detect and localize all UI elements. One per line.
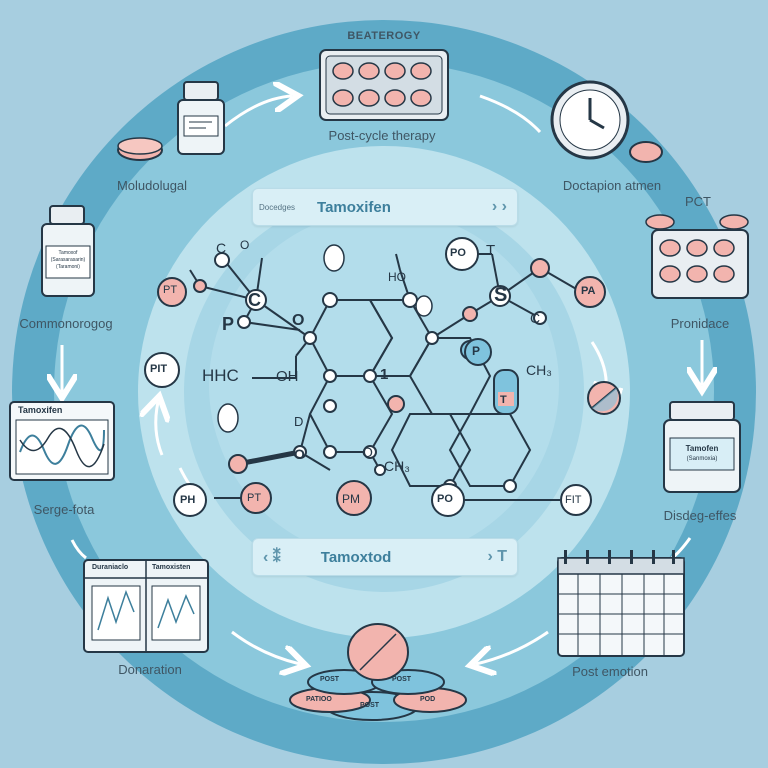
label-serge-fota: Serge-fota bbox=[33, 502, 95, 517]
bottle-left-label: Tamoxof (Sarasarasarin) (Taramoni) bbox=[46, 250, 90, 271]
calendar-left-col-b: Tamoxisten bbox=[152, 564, 191, 571]
pill-label: POD bbox=[420, 696, 436, 703]
atom-t-top: T bbox=[486, 242, 496, 259]
blister-pack-top bbox=[319, 49, 449, 121]
atom-d: D bbox=[294, 414, 304, 429]
label-post-cycle: Post-cycle therapy bbox=[328, 128, 436, 143]
banner-top-arrows: › › bbox=[491, 198, 507, 215]
calendar-right bbox=[557, 550, 685, 657]
atom-hhc: HHC bbox=[202, 366, 239, 385]
bottle-top-left bbox=[177, 81, 225, 155]
atom-po-bottom: PO bbox=[437, 493, 453, 505]
atom-po-top: PO bbox=[450, 247, 466, 259]
capsule-pill-right bbox=[587, 381, 621, 415]
banner-bottom-title: Tamoxtod bbox=[320, 548, 392, 566]
blister-pack-right bbox=[645, 214, 749, 299]
flow-arrow bbox=[476, 630, 549, 664]
pink-pill-top-left bbox=[117, 137, 163, 161]
atom-t-mid: T bbox=[500, 394, 507, 406]
bottle-right-label: Tamofen (Sanmoxia) bbox=[670, 444, 734, 464]
atom-c-right: C bbox=[530, 310, 541, 326]
bottle-right-line-1: Tamofen bbox=[685, 444, 719, 453]
bottle-right-line-2: (Sanmoxia) bbox=[686, 456, 718, 462]
atom-o-bm: O bbox=[362, 444, 373, 460]
label-donaration: Donaration bbox=[118, 662, 182, 677]
label-disdeg: Disdeg-effes bbox=[663, 508, 737, 523]
atom-pm: PM bbox=[342, 492, 360, 506]
tamoxifen-banner: Docedges Tamoxifen › › bbox=[252, 188, 518, 226]
chart-monitor bbox=[9, 401, 115, 481]
bottle-right bbox=[663, 401, 741, 493]
atom-one: 1 bbox=[380, 366, 389, 383]
bottle-left-line-2: (Sarasarasarin) bbox=[50, 257, 86, 263]
flow-arrow bbox=[224, 96, 292, 128]
atom-nodes bbox=[193, 252, 550, 493]
atom-o-left: O bbox=[292, 312, 305, 329]
title-top: BEATEROGY bbox=[347, 30, 421, 42]
core-glow bbox=[209, 210, 559, 560]
atom-pit: PIT bbox=[150, 363, 168, 375]
flow-arrow bbox=[70, 539, 87, 560]
banner-top-title: Tamoxifen bbox=[317, 198, 391, 216]
pill-label: POST bbox=[392, 676, 412, 683]
atom-s: S bbox=[494, 284, 508, 306]
pill-label: PATIOO bbox=[306, 696, 332, 703]
clock-icon bbox=[550, 80, 630, 160]
banner-bottom-right: › T bbox=[487, 548, 507, 565]
labelled-atoms bbox=[144, 237, 606, 517]
atom-pt-bottom: PT bbox=[247, 492, 262, 504]
flow-arrow bbox=[231, 630, 300, 664]
pill-label: POST bbox=[320, 676, 340, 683]
inner-flow-arrow bbox=[156, 402, 162, 456]
atom-ch3-right: CH₃ bbox=[526, 362, 552, 378]
label-commonoogog: Commonorogog bbox=[19, 316, 113, 331]
label-moludolugal: Moludolugal bbox=[116, 178, 188, 193]
flow-arrow bbox=[479, 94, 542, 134]
label-pronidace: Pronidace bbox=[670, 316, 730, 331]
atom-ch3-bottom: CH₃ bbox=[384, 458, 410, 474]
label-docitapion: Doctapion atmen bbox=[562, 178, 662, 193]
pink-pill-top-right bbox=[629, 141, 663, 163]
atom-ho-top: HO bbox=[388, 270, 406, 284]
atom-pa: PA bbox=[581, 285, 596, 297]
banner-top-sub: Docedges bbox=[259, 202, 296, 212]
monitor-title: Tamoxifen bbox=[18, 405, 63, 415]
atom-c-top: C bbox=[216, 240, 227, 256]
pill-stack bbox=[289, 623, 467, 721]
atom-o-bl: O bbox=[294, 446, 305, 462]
calendar-left bbox=[83, 559, 209, 653]
bond-line bbox=[237, 449, 301, 467]
bottle-left-line-3: (Taramoni) bbox=[56, 264, 80, 270]
atom-p-mid: P bbox=[472, 344, 481, 358]
bottle-left-line-1: Tamoxof bbox=[58, 250, 78, 256]
bottle-left bbox=[41, 205, 95, 297]
tamoxtod-banner: ‹ ⁑ Tamoxtod › T bbox=[252, 538, 518, 576]
atom-c-left: C bbox=[248, 290, 261, 310]
pill-label: POST bbox=[360, 702, 380, 709]
atom-o-top: O bbox=[240, 238, 250, 252]
atom-ph: PH bbox=[180, 494, 196, 506]
atom-oh: OH bbox=[276, 368, 299, 385]
label-post-emotion: Post emotion bbox=[572, 664, 648, 679]
label-pct: PCT bbox=[685, 194, 711, 209]
calendar-left-col-a: Duraniaclo bbox=[92, 564, 129, 571]
atom-pt-left: PT bbox=[163, 284, 178, 296]
banner-bottom-left: ‹ ⁑ bbox=[263, 549, 281, 566]
atom-p-left: P bbox=[222, 314, 235, 334]
atom-fit: FIT bbox=[565, 494, 582, 506]
